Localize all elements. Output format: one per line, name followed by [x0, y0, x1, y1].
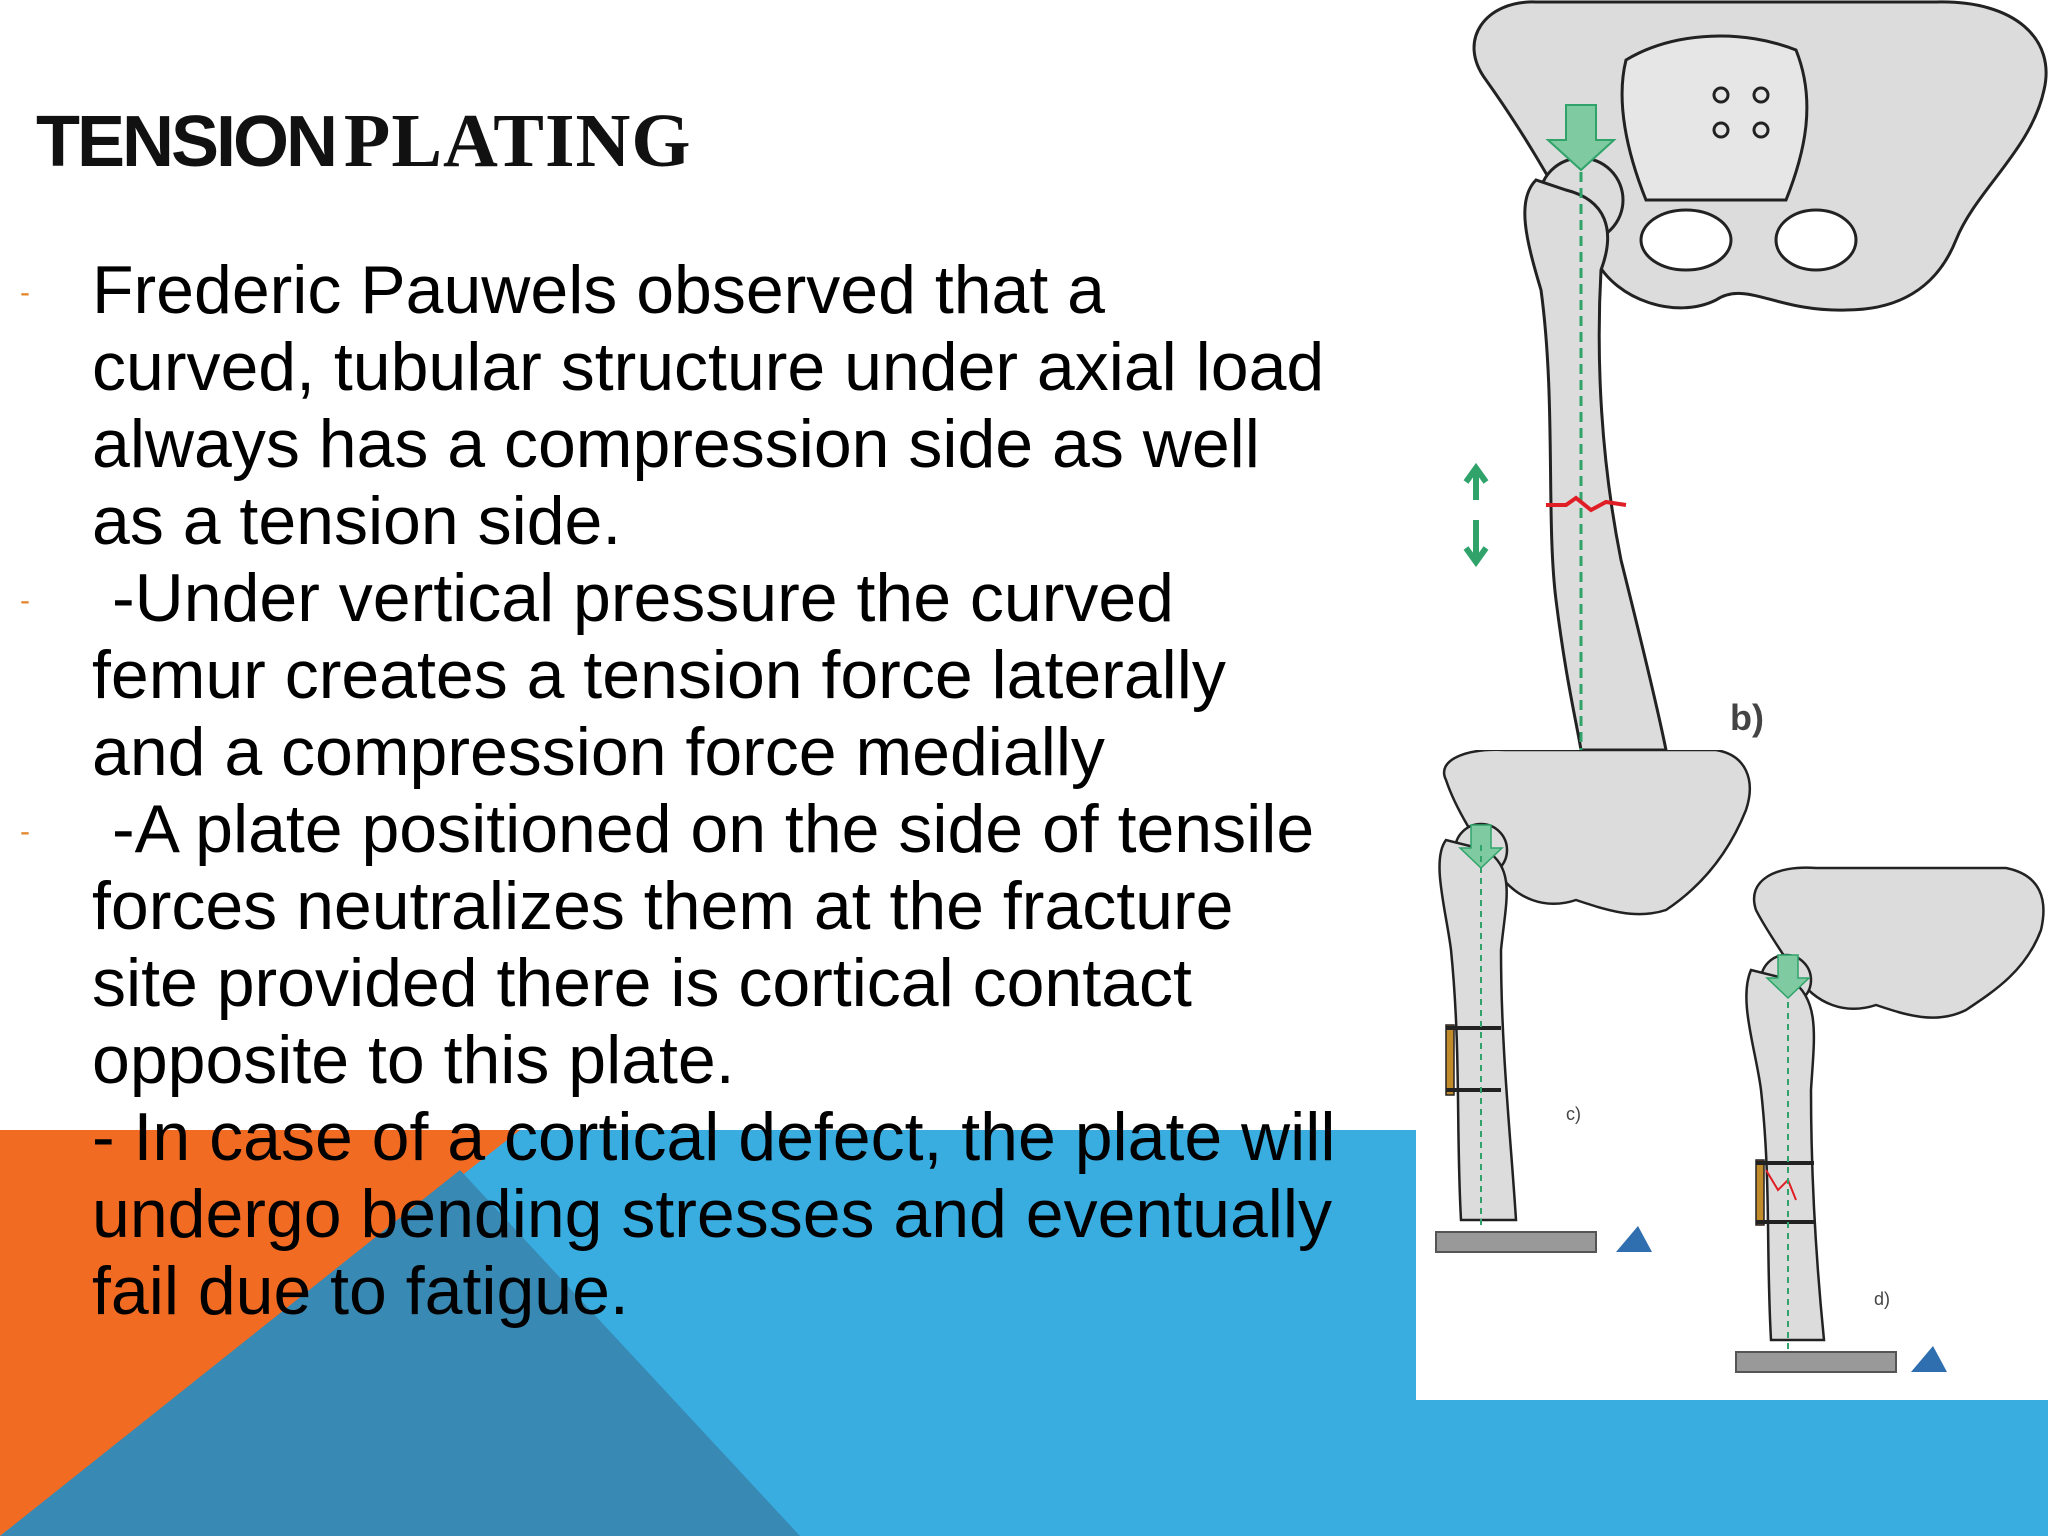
wedge-icon-d — [1911, 1346, 1947, 1372]
title-word-tension: TENSION — [36, 102, 338, 182]
plate-c — [1445, 1024, 1455, 1096]
base-block-d — [1735, 1351, 1897, 1373]
load-arrow-icon — [1545, 104, 1617, 172]
plate-d — [1755, 1159, 1765, 1226]
bullet-text-line: forces neutralizes them at the fracture — [92, 868, 1234, 944]
bullet-text-line: always has a compression side as well — [92, 406, 1260, 482]
bullet-text-line: -Under vertical pressure the curved — [112, 560, 1175, 636]
bullet-text-line: Frederic Pauwels observed that a — [92, 252, 1105, 328]
bullet-item: - -Under vertical pressure the curved fe… — [0, 560, 1400, 791]
bullet-text-line: site provided there is cortical contact — [92, 945, 1192, 1021]
dark-blue-triangle — [0, 1170, 800, 1536]
bullet-text-line: fail due to fatigue. — [92, 1253, 629, 1329]
bullet-item: - -A plate positioned on the side of ten… — [0, 791, 1400, 1330]
sacral-foramen — [1752, 121, 1770, 139]
fracture-line — [1546, 495, 1627, 513]
bullet-text-line: femur creates a tension force laterally — [92, 637, 1226, 713]
bullet-item: - Frederic Pauwels observed that a curve… — [0, 252, 1400, 560]
fracture-line-d — [1765, 1169, 1797, 1201]
figure-label-b: b) — [1730, 697, 1764, 738]
sacral-foramen — [1712, 121, 1730, 139]
tension-arrow-icon — [1463, 462, 1489, 500]
bullet-text-line: - In case of a cortical defect, the plat… — [92, 1099, 1336, 1175]
bullet-text-line: -A plate positioned on the side of tensi… — [112, 791, 1315, 867]
wedge-icon-c — [1616, 1226, 1652, 1252]
obturator-foramen — [1774, 208, 1858, 272]
figure-b-drawing: b) — [1463, 0, 2048, 752]
base-block-c — [1435, 1231, 1597, 1253]
sacral-foramen — [1752, 86, 1770, 104]
bullet-text-line: as a tension side. — [92, 483, 622, 559]
bullet-text-line: opposite to this plate. — [92, 1022, 735, 1098]
sacrum-shape — [1620, 34, 1809, 202]
bullet-marker: - — [20, 276, 30, 309]
compression-arrow-icon — [1463, 520, 1489, 568]
figure-cd-plating: c) d) — [1416, 748, 2048, 1400]
bullet-marker: - — [20, 815, 30, 848]
bullet-marker: - — [20, 584, 30, 617]
sacral-foramen — [1712, 86, 1730, 104]
obturator-foramen — [1639, 208, 1733, 272]
bullet-text-line: curved, tubular structure under axial lo… — [92, 329, 1325, 405]
slide-title: TENSION PLATING — [36, 98, 692, 185]
figure-b-femur-fracture: b) — [1416, 0, 2048, 752]
femur-illustrations: b) c) — [1416, 0, 2048, 1400]
bullet-list: - Frederic Pauwels observed that a curve… — [0, 252, 1400, 1330]
bullet-text-line: and a compression force medially — [92, 714, 1105, 790]
bullet-text-line: undergo bending stresses and eventually — [92, 1176, 1332, 1252]
load-arrow-icon-d — [1765, 954, 1811, 1000]
figure-label-d: d) — [1874, 1289, 1890, 1309]
femur-d — [1745, 968, 1826, 1342]
figure-label-c: c) — [1566, 1104, 1581, 1124]
figure-cd-drawing: c) d) — [1435, 748, 2045, 1373]
title-word-plating: PLATING — [343, 99, 692, 183]
